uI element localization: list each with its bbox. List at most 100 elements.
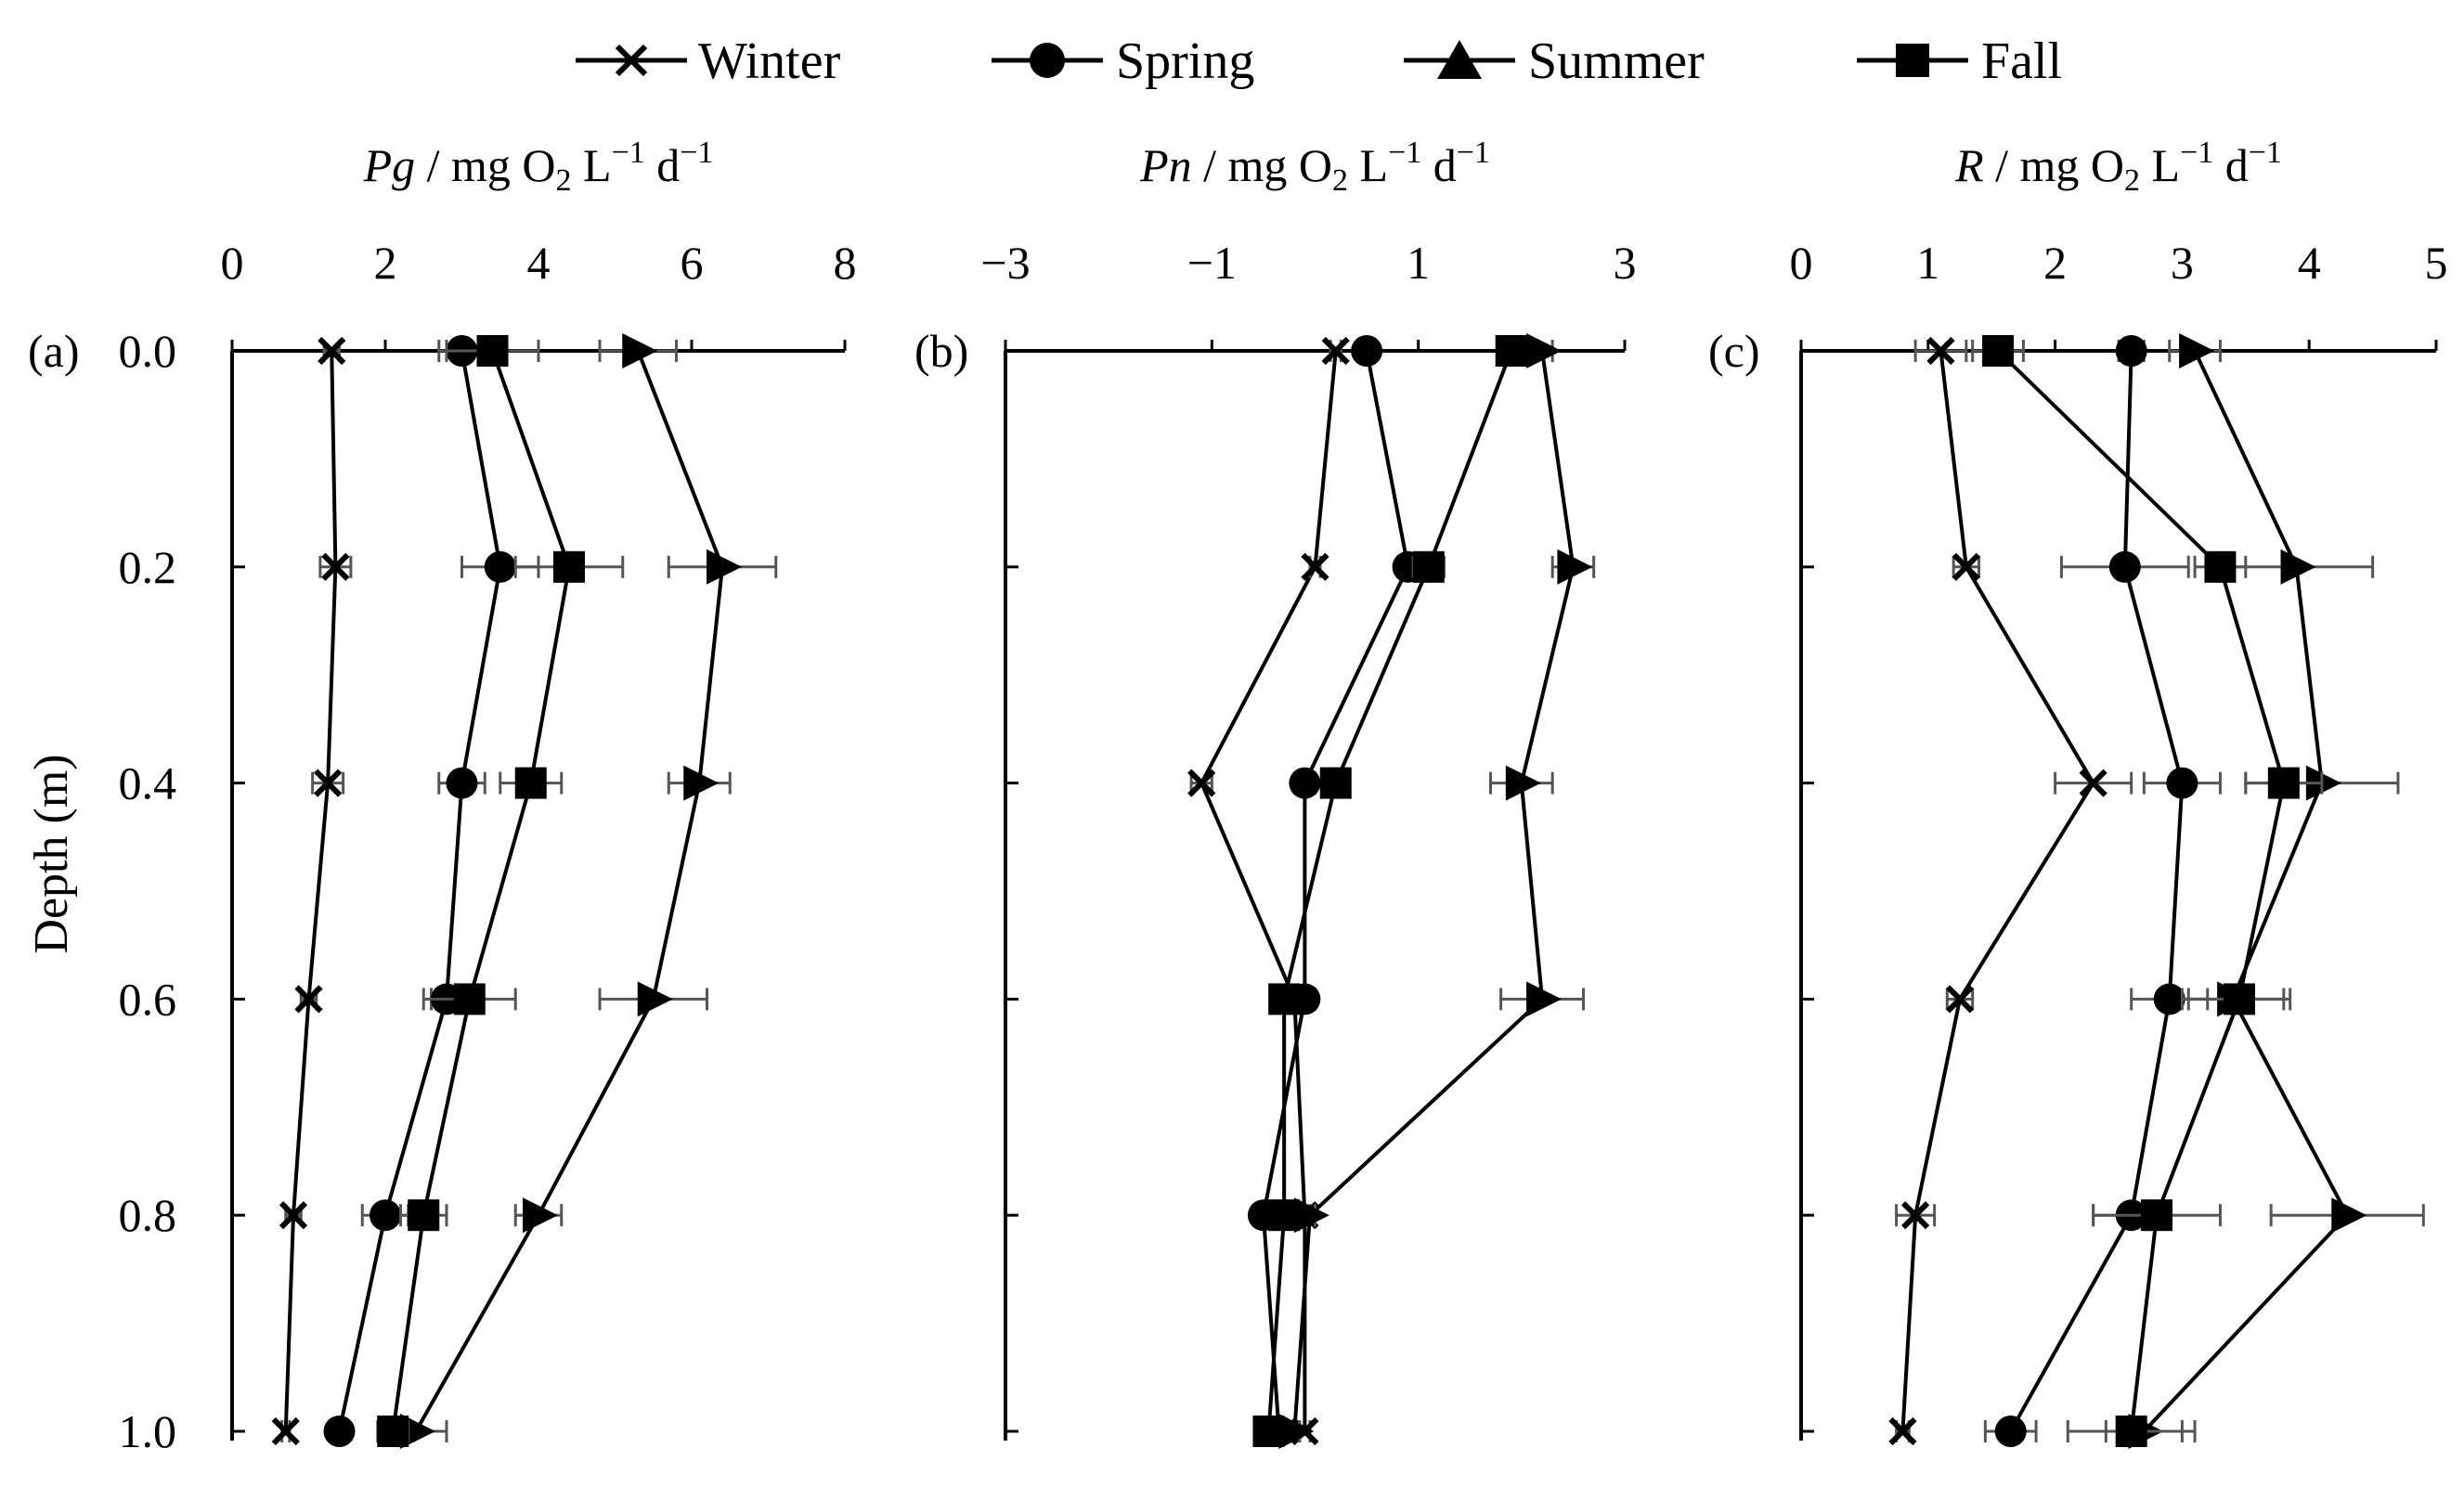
data-point-x bbox=[1926, 336, 1955, 366]
data-point-square bbox=[377, 1416, 409, 1447]
x-tick-label: 1 bbox=[1916, 237, 1939, 289]
x-axis-title: R / mg O2 L−1 d−1 bbox=[1954, 136, 2282, 198]
data-point-square bbox=[1268, 1199, 1301, 1232]
data-point-square bbox=[2223, 983, 2255, 1015]
panel-tag: (a) bbox=[28, 325, 80, 377]
data-point-circle bbox=[2108, 550, 2141, 583]
panel-tag: (c) bbox=[1708, 325, 1760, 377]
data-point-square bbox=[2115, 1416, 2147, 1447]
data-point-circle bbox=[1351, 335, 1383, 367]
x-tick-label: 8 bbox=[834, 237, 857, 289]
legend-marker-x bbox=[615, 44, 648, 77]
series-spring bbox=[1983, 335, 2222, 1447]
data-point-triangle bbox=[2280, 549, 2316, 585]
y-tick-label: 0.2 bbox=[119, 541, 177, 593]
x-tick-label: 3 bbox=[2171, 237, 2194, 289]
x-tick-label: 6 bbox=[681, 237, 704, 289]
legend: Winter Spring Summer Fall bbox=[576, 32, 2062, 90]
data-point-circle bbox=[446, 767, 478, 799]
y-axis-title: Depth (m) bbox=[25, 754, 78, 953]
y-tick-label: 0.6 bbox=[119, 973, 177, 1025]
data-point-circle bbox=[1289, 767, 1321, 799]
series-line bbox=[391, 350, 572, 1432]
x-tick-label: 2 bbox=[2043, 237, 2067, 289]
data-point-x bbox=[314, 769, 343, 797]
x-tick-label: 1 bbox=[1407, 237, 1430, 289]
data-point-square bbox=[2204, 550, 2237, 583]
data-point-triangle bbox=[1526, 981, 1563, 1017]
data-point-triangle bbox=[1526, 333, 1563, 369]
data-point-x bbox=[271, 1416, 300, 1446]
x-tick-label: −1 bbox=[1187, 237, 1237, 289]
series-line bbox=[2008, 350, 2185, 1432]
data-point-x bbox=[1945, 985, 1975, 1014]
series-fall bbox=[1971, 335, 2324, 1447]
x-tick-label: 0 bbox=[1790, 237, 1813, 289]
series-line bbox=[1292, 350, 1576, 1432]
data-point-triangle bbox=[2305, 765, 2341, 801]
data-point-square bbox=[408, 1199, 440, 1232]
series-spring bbox=[323, 335, 540, 1447]
data-point-square bbox=[1412, 550, 1445, 583]
data-point-x bbox=[318, 336, 346, 366]
legend-label-summer: Summer bbox=[1528, 32, 1705, 90]
series-line bbox=[1900, 350, 2095, 1432]
series-winter bbox=[1888, 336, 2133, 1446]
series-fall bbox=[1252, 335, 1527, 1447]
series-line bbox=[1266, 350, 1513, 1432]
x-tick-label: −3 bbox=[980, 237, 1030, 289]
data-point-triangle bbox=[1293, 1197, 1329, 1234]
data-point-square bbox=[2267, 767, 2300, 799]
series-line bbox=[1261, 350, 1410, 1432]
data-point-triangle bbox=[523, 1197, 558, 1234]
x-axis-title: Pn / mg O2 L−1 d−1 bbox=[1139, 136, 1490, 198]
data-point-square bbox=[553, 550, 585, 583]
x-tick-label: 3 bbox=[1614, 237, 1637, 289]
legend-label-spring: Spring bbox=[1116, 32, 1254, 90]
data-point-square bbox=[1268, 983, 1301, 1015]
data-point-triangle bbox=[683, 765, 720, 801]
data-point-square bbox=[2141, 1199, 2173, 1232]
data-point-x bbox=[1900, 1201, 1930, 1230]
series-line bbox=[1200, 350, 1338, 1431]
data-point-triangle bbox=[637, 981, 673, 1017]
data-point-circle bbox=[2153, 983, 2185, 1015]
data-point-x bbox=[321, 552, 350, 581]
data-point-x bbox=[1301, 552, 1329, 581]
data-point-square bbox=[1319, 767, 1352, 799]
series-winter bbox=[271, 336, 353, 1446]
data-point-triangle bbox=[2331, 1197, 2367, 1234]
x-tick-label: 2 bbox=[374, 237, 397, 289]
series-line bbox=[1996, 349, 2286, 1432]
legend-item-winter: Winter bbox=[576, 32, 841, 90]
legend-item-spring: Spring bbox=[992, 32, 1254, 90]
data-point-circle bbox=[2115, 335, 2147, 367]
legend-item-summer: Summer bbox=[1404, 32, 1705, 90]
legend-label-winter: Winter bbox=[698, 32, 841, 90]
data-point-circle bbox=[1994, 1416, 2027, 1447]
legend-marker-circle bbox=[1030, 43, 1065, 78]
series-fall bbox=[376, 335, 625, 1447]
legend-marker-triangle bbox=[1437, 40, 1482, 79]
series-summer bbox=[1278, 333, 1596, 1449]
data-point-circle bbox=[2166, 767, 2198, 799]
data-point-circle bbox=[323, 1416, 356, 1447]
data-point-circle bbox=[484, 550, 516, 583]
series-line bbox=[2142, 350, 2350, 1433]
data-point-circle bbox=[370, 1199, 401, 1232]
data-point-square bbox=[1495, 335, 1527, 367]
legend-marker-square bbox=[1896, 44, 1929, 77]
legend-label-fall: Fall bbox=[1981, 32, 2062, 90]
series-spring bbox=[1247, 335, 1424, 1447]
x-tick-label: 4 bbox=[527, 237, 551, 289]
series-line bbox=[283, 350, 338, 1432]
data-point-x bbox=[1888, 1416, 1917, 1446]
data-point-square bbox=[1982, 335, 2015, 367]
y-tick-label: 0.0 bbox=[119, 325, 177, 377]
x-axis-title: Pg / mg O2 L−1 d−1 bbox=[363, 136, 714, 198]
x-tick-label: 5 bbox=[2425, 237, 2448, 289]
data-point-square bbox=[476, 335, 509, 367]
data-point-square bbox=[514, 767, 547, 799]
